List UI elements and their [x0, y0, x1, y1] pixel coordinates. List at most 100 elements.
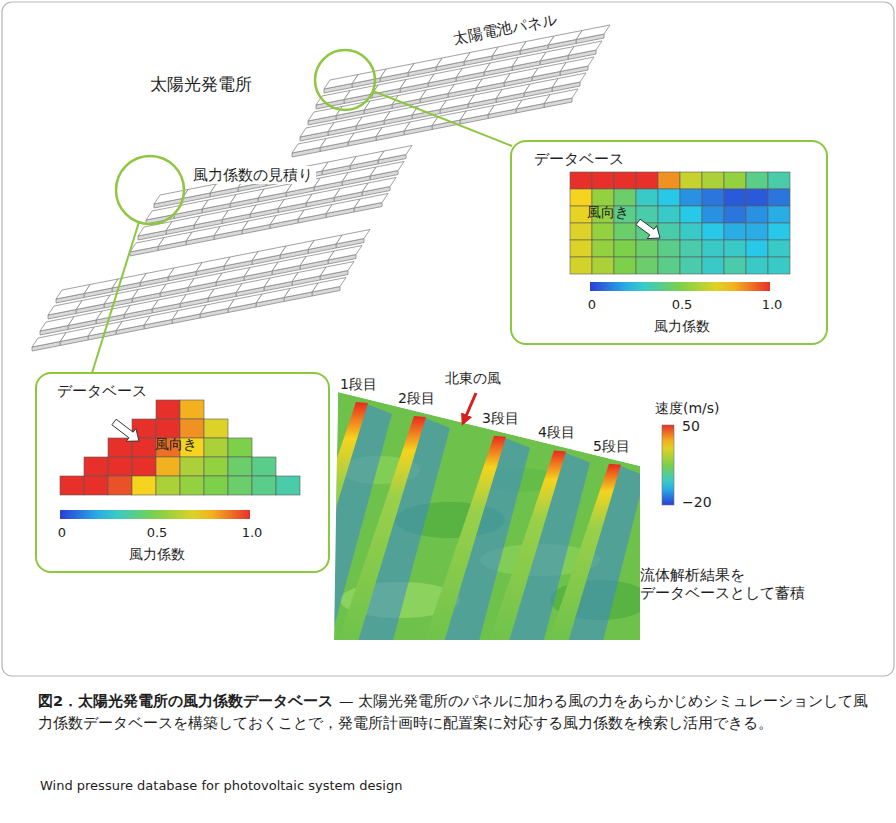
heatmap-cell: [592, 223, 614, 240]
english-caption: Wind pressure database for photovoltaic …: [40, 778, 402, 794]
heatmap-cell: [746, 189, 768, 206]
heatmap-cell: [570, 240, 592, 257]
heatmap-cell: [768, 172, 790, 189]
heatmap-cell: [614, 257, 636, 274]
wind-label: 北東の風: [445, 370, 501, 387]
wind-direction-arrow: [112, 419, 139, 441]
heatmap-cell: [636, 240, 658, 257]
panel-surface: [130, 238, 164, 253]
heatmap-cell: [204, 419, 228, 438]
heatmap-cell: [614, 189, 636, 206]
panel-surface: [56, 285, 90, 300]
database-layer: [35, 140, 828, 573]
heatmap-cell: [252, 457, 276, 476]
panel-surface: [48, 301, 82, 316]
leader-line: [92, 222, 139, 373]
frame-layer: [2, 2, 894, 676]
heatmap-cell: [702, 257, 724, 274]
figure-caption: 図2．太陽光発電所の風力係数データベース: [38, 693, 333, 709]
heatmap-cell: [84, 476, 108, 495]
panel-surface: [292, 139, 326, 154]
panel-surface: [32, 333, 66, 348]
scale-tick: 0.5: [672, 297, 693, 313]
velocity-tick: −20: [682, 494, 712, 511]
scale-title: 風力係数: [654, 318, 710, 335]
caption-paragraph: 図2．太陽光発電所の風力係数データベース— 太陽光発電所のパネルに加わる風の力を…: [38, 690, 868, 735]
heatmap-cell: [658, 240, 680, 257]
heatmap-cell: [108, 476, 132, 495]
row-label: 3段目: [482, 410, 519, 427]
heatmap-cell: [658, 206, 680, 223]
heatmap-cell: [680, 223, 702, 240]
wind-direction-label: 風向き: [587, 204, 629, 221]
panel-row-ridge: [547, 464, 621, 645]
heatmap-cell: [724, 257, 746, 274]
panel-row-ridge: [488, 450, 566, 645]
leader-line: [373, 91, 512, 146]
heatmap-cell: [702, 223, 724, 240]
heatmap-cell: [132, 476, 156, 495]
heatmap-cell: [746, 206, 768, 223]
heatmap-cell: [204, 438, 228, 457]
heatmap-cell: [108, 457, 132, 476]
heatmap-cell: [680, 189, 702, 206]
heatmap-cell: [180, 400, 204, 419]
panel-row-ridge: [337, 416, 426, 645]
heatmap-cell: [658, 257, 680, 274]
database-box: データベース風向き00.51.0風力係数: [35, 372, 330, 573]
wind-direction-arrow: [636, 219, 660, 238]
heatmap-cell: [592, 240, 614, 257]
heatmap-cell: [592, 172, 614, 189]
heatmap-cell: [768, 189, 790, 206]
heatmap-cell: [680, 240, 702, 257]
wind-arrow: [463, 393, 476, 423]
heatmap-cell: [680, 206, 702, 223]
heatmap-cell: [768, 240, 790, 257]
heatmap-cell: [702, 189, 724, 206]
velocity-colorbar: [662, 425, 674, 505]
wind-direction-label: 風向き: [155, 436, 197, 453]
row-label: 1段目: [340, 376, 377, 393]
box-heading: データベース: [57, 382, 147, 400]
scale-title: 風力係数: [129, 546, 185, 563]
heatmap-cell: [180, 476, 204, 495]
heatmap-cell: [724, 240, 746, 257]
heatmap-cell: [636, 257, 658, 274]
heatmap-cell: [570, 172, 592, 189]
box-fill: [35, 372, 330, 573]
heatmap-cell: [724, 172, 746, 189]
heatmap-cell: [768, 206, 790, 223]
heatmap-cell: [156, 419, 180, 438]
heatmap-cell: [180, 419, 204, 438]
heatmap-cell: [570, 189, 592, 206]
callout-circle: [315, 50, 375, 110]
heatmap-cell: [252, 476, 276, 495]
row-label: 4段目: [538, 424, 575, 441]
panel-surface: [40, 317, 74, 332]
heatmap-cell: [768, 257, 790, 274]
heatmap-cell: [592, 257, 614, 274]
heatmap-cell: [724, 223, 746, 240]
heatmap-cell: [228, 438, 252, 457]
coefficient-colorbar: [590, 282, 770, 291]
scale-tick: 1.0: [762, 297, 783, 313]
heatmap-cell: [636, 189, 658, 206]
figure-frame: [2, 2, 894, 676]
heatmap-cell: [132, 457, 156, 476]
heatmap-cell: [84, 457, 108, 476]
heatmap-cell: [724, 189, 746, 206]
scale-tick: 0: [58, 525, 66, 541]
heatmap-cell: [592, 189, 614, 206]
panel-row-ridge: [423, 436, 506, 645]
heatmap-cell: [156, 400, 180, 419]
coefficient-colorbar: [60, 510, 250, 519]
heatmap-cell: [680, 257, 702, 274]
estimate-label: 風力係数の見積り: [190, 166, 316, 184]
heatmap-cell: [570, 223, 592, 240]
box-heading: データベース: [534, 150, 624, 168]
row-label: 2段目: [398, 390, 435, 407]
heatmap-cell: [614, 223, 636, 240]
callout-circle: [116, 156, 184, 224]
heatmap-cell: [768, 223, 790, 240]
